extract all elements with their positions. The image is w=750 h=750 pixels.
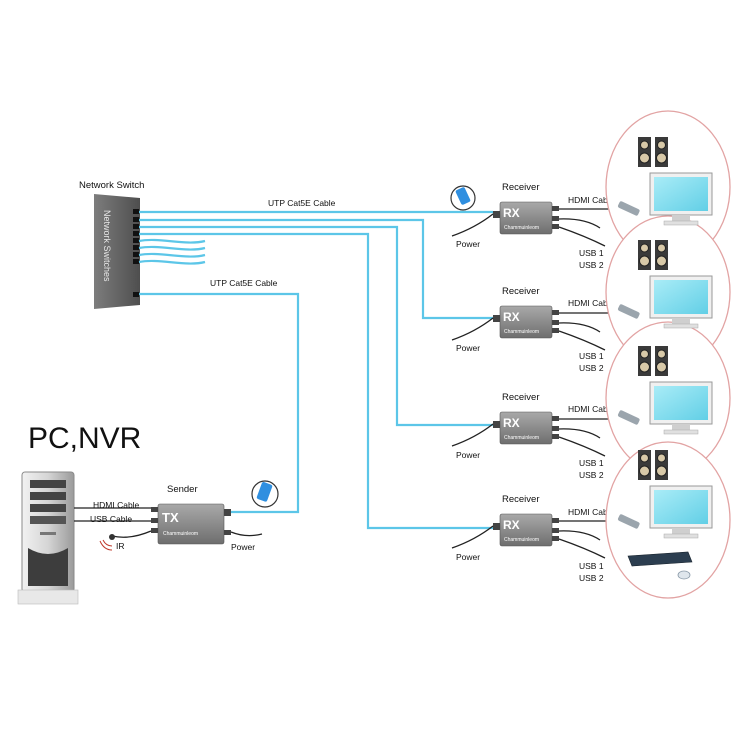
receiver-heading: Receiver [502, 392, 540, 403]
receiver-usb1-label: USB 1 [579, 351, 604, 361]
receiver-heading: Receiver [502, 494, 540, 505]
receiver-usb1-label: USB 1 [579, 458, 604, 468]
network-switch-label: Network Switches [102, 210, 112, 282]
network-switch-heading: Network Switch [79, 180, 144, 191]
sender-device: TX Chammuinleom [151, 503, 231, 545]
sender-brand: Chammuinleom [163, 531, 198, 537]
pc-tower [17, 471, 79, 605]
receiver-4: Receiver RX Chammuinleom HDMI Cable USB … [451, 494, 615, 583]
receiver-usb1-label: USB 1 [579, 561, 604, 571]
receiver-hdmi-label: HDMI Cable [568, 404, 615, 414]
receiver-3: Receiver RX Chammuinleom HDMI Cable USB … [451, 392, 615, 480]
receiver-hdmi-label: HDMI Cable [568, 298, 615, 308]
rj45-plug-icon [450, 185, 476, 211]
receiver-2: Receiver RX Chammuinleom HDMI Cable USB … [451, 286, 615, 373]
rj45-plug-icon [251, 480, 279, 508]
receiver-badge: RX [503, 310, 520, 324]
utp-cables [138, 210, 493, 530]
receiver-power-label: Power [456, 343, 480, 353]
receiver-usb2-label: USB 2 [579, 260, 604, 270]
receiver-power-label: Power [456, 552, 480, 562]
network-switch: Network Switches [94, 194, 140, 309]
sender-usb-label: USB Cable [90, 514, 132, 524]
sender-power-label: Power [231, 542, 255, 552]
receiver-brand: Chammuinleom [504, 225, 539, 231]
utp-cable-label-top: UTP Cat5E Cable [268, 198, 336, 208]
ir-sensor-icon [99, 534, 115, 551]
receiver-hdmi-label: HDMI Cable [568, 507, 615, 517]
sender-wires [74, 507, 263, 538]
receiver-hdmi-label: HDMI Cable [568, 195, 615, 205]
utp-cable-label-sender: UTP Cat5E Cable [210, 278, 278, 288]
receiver-brand: Chammuinleom [504, 329, 539, 335]
receiver-usb1-label: USB 1 [579, 248, 604, 258]
receiver-heading: Receiver [502, 182, 540, 193]
receiver-badge: RX [503, 206, 520, 220]
keyboard-icon [627, 551, 693, 567]
receiver-heading: Receiver [502, 286, 540, 297]
sender-heading: Sender [167, 484, 198, 495]
receiver-usb2-label: USB 2 [579, 573, 604, 583]
sender-badge: TX [162, 510, 179, 525]
title: PC,NVR [28, 422, 141, 455]
receiver-usb2-label: USB 2 [579, 363, 604, 373]
receiver-brand: Chammuinleom [504, 435, 539, 441]
switch-ports [133, 209, 139, 297]
receiver-brand: Chammuinleom [504, 537, 539, 543]
mouse-icon [677, 570, 691, 580]
sender-ir-label: IR [116, 541, 125, 551]
receiver-power-label: Power [456, 450, 480, 460]
receiver-badge: RX [503, 518, 520, 532]
receiver-1: Receiver RX Chammuinleom HDMI Cable USB … [451, 182, 615, 270]
receiver-power-label: Power [456, 239, 480, 249]
receiver-usb2-label: USB 2 [579, 470, 604, 480]
sender-hdmi-label: HDMI Cable [93, 500, 140, 510]
receiver-badge: RX [503, 416, 520, 430]
